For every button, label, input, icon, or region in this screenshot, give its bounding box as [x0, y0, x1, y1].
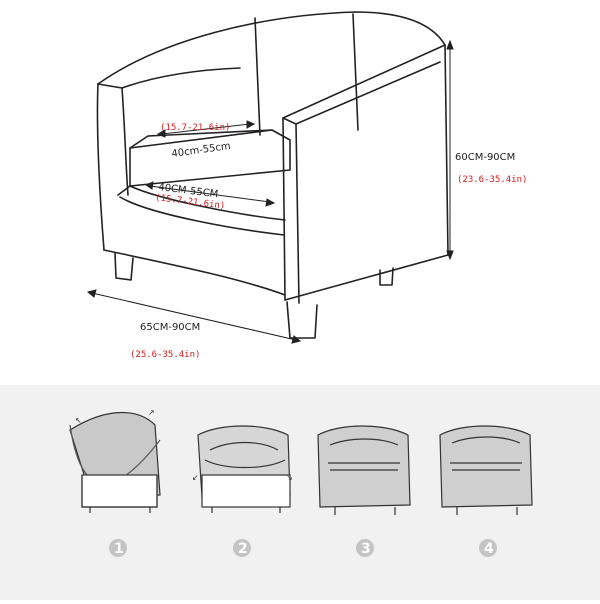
- step-4-number: 4: [484, 541, 494, 557]
- step-3-number: 3: [361, 541, 371, 557]
- width-inch-label: (25.6-35.4in): [130, 350, 200, 360]
- front-right-leg: [286, 301, 318, 339]
- seat-depth-line: [161, 123, 251, 135]
- step-3-illustration: [317, 425, 411, 515]
- step-3-badge: 3: [356, 539, 374, 557]
- height-inch-label: (23.6-35.4in): [457, 175, 527, 185]
- chair-outline-drawing: (15.7-21.6in) 40cm-55cm 40CM-55CM (15.7-…: [86, 11, 527, 360]
- svg-text:↗: ↗: [148, 408, 155, 417]
- seat-depth-cm-label: 40cm-55cm: [171, 141, 231, 160]
- backrest-top: [97, 11, 446, 85]
- installation-steps-panel: ↖ ↗ ↙ ↘: [0, 385, 600, 600]
- front-left-leg: [114, 252, 134, 281]
- chair-dimension-diagram: (15.7-21.6in) 40cm-55cm 40CM-55CM (15.7-…: [86, 11, 527, 360]
- step-1-illustration: ↖ ↗: [69, 408, 161, 513]
- step-4-badge: 4: [479, 539, 497, 557]
- step-1-number: 1: [114, 541, 124, 557]
- seat-width-line: [149, 185, 271, 203]
- step-2-illustration: ↙ ↘: [192, 425, 293, 513]
- step-4-illustration: [439, 425, 533, 515]
- step-2-badge: 2: [233, 539, 251, 557]
- svg-text:↙: ↙: [192, 473, 199, 482]
- seat-depth-inch-label: (15.7-21.6in): [160, 123, 230, 133]
- width-line: [91, 292, 297, 341]
- back-right-leg: [379, 267, 394, 286]
- height-cm-label: 60CM-90CM: [455, 152, 515, 163]
- width-cm-label: 65CM-90CM: [140, 322, 200, 333]
- seat-cushion: [129, 129, 291, 187]
- steps-illustration: ↖ ↗ ↙ ↘: [69, 408, 533, 557]
- right-armrest: [282, 44, 449, 256]
- svg-text:↘: ↘: [286, 473, 293, 482]
- chair-base: [103, 249, 286, 296]
- left-armrest: [97, 83, 129, 196]
- svg-text:↖: ↖: [75, 416, 82, 425]
- step-1-badge: 1: [109, 539, 127, 557]
- step-2-number: 2: [238, 541, 248, 557]
